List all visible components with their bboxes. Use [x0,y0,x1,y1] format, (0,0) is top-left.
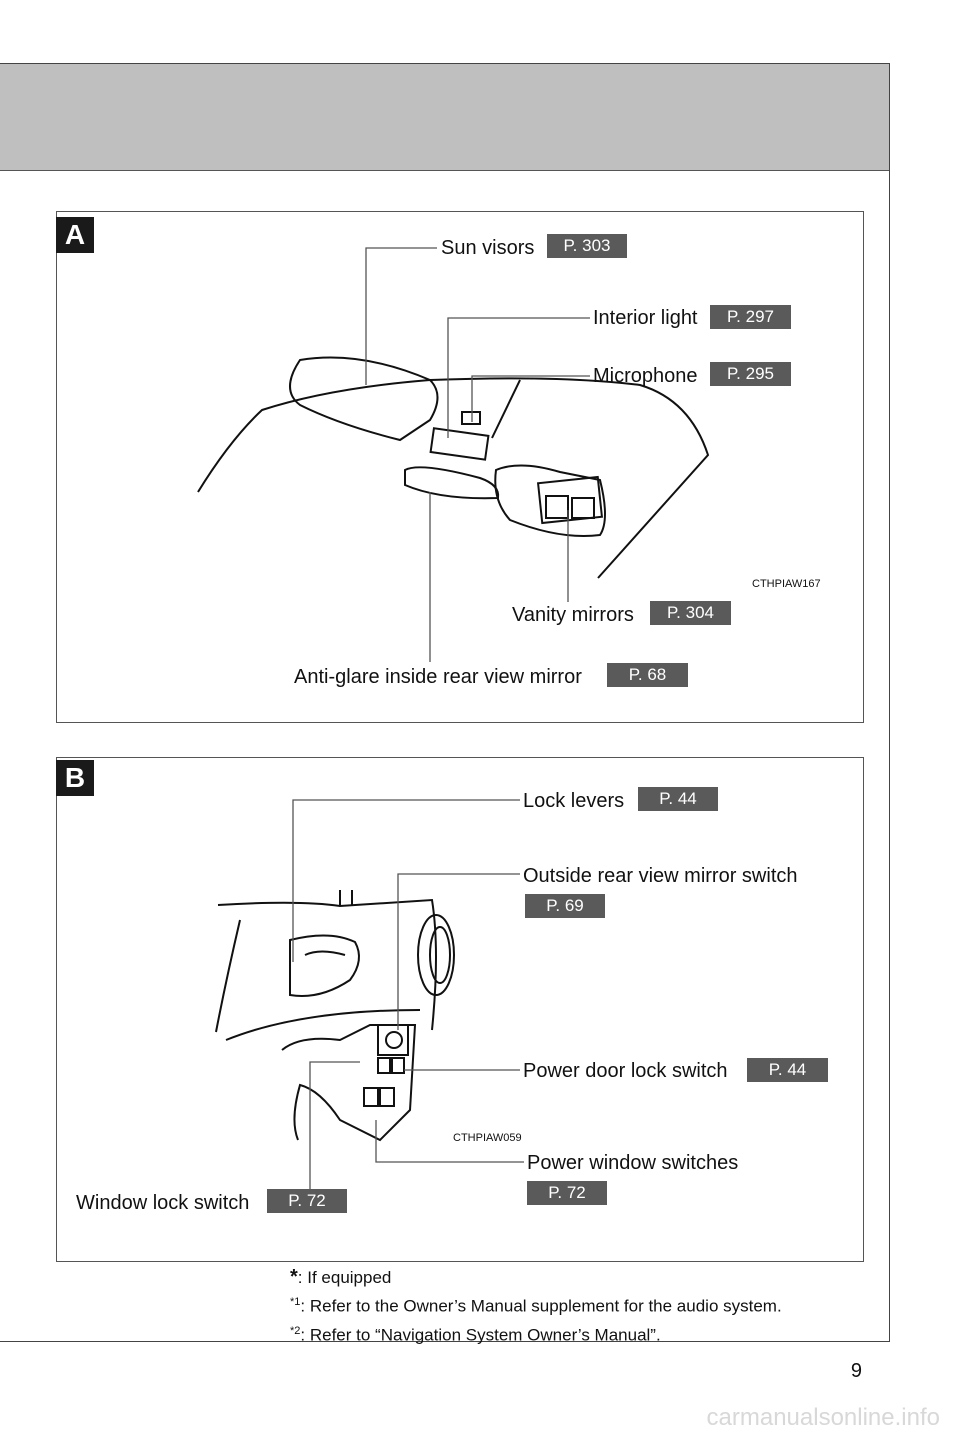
footnotes: *: If equipped *1: Refer to the Owner’s … [290,1265,782,1347]
page-ref-microphone[interactable]: P. 295 [710,362,791,386]
footnote-2: *2: Refer to “Navigation System Owner’s … [290,1324,661,1345]
page-ref-vanity-mirrors[interactable]: P. 304 [650,601,731,625]
page-ref-window-lock-switch[interactable]: P. 72 [267,1189,347,1213]
callout-outside-mirror-switch: Outside rear view mirror switch [523,865,798,887]
page-frame [0,63,890,1342]
page-ref-outside-mirror-switch[interactable]: P. 69 [525,894,605,918]
callout-interior-light: Interior light [593,307,698,329]
page-ref-interior-light[interactable]: P. 297 [710,305,791,329]
section-a-panel [56,211,864,723]
section-a-badge: A [56,217,94,253]
callout-window-lock-switch: Window lock switch [76,1192,250,1214]
callout-power-door-lock-switch: Power door lock switch [523,1060,728,1082]
page-ref-power-window-switches[interactable]: P. 72 [527,1181,607,1205]
page-number: 9 [850,1360,862,1382]
section-b-badge: B [56,760,94,796]
header-band [0,64,889,171]
page-ref-anti-glare-mirror[interactable]: P. 68 [607,663,688,687]
page-ref-lock-levers[interactable]: P. 44 [638,787,718,811]
callout-lock-levers: Lock levers [523,790,625,812]
section-b-panel [56,757,864,1262]
callout-anti-glare-mirror: Anti-glare inside rear view mirror [294,666,582,688]
callout-power-window-switches: Power window switches [527,1152,739,1174]
watermark: carmanualsonline.info [706,1404,940,1431]
callout-sun-visors: Sun visors [441,237,535,259]
callout-microphone: Microphone [593,365,698,387]
image-code-a: CTHPIAW167 [752,578,821,590]
footnote-1: *1: Refer to the Owner’s Manual suppleme… [290,1296,782,1316]
footnote-if-equipped: *: If equipped [290,1266,392,1288]
callout-vanity-mirrors: Vanity mirrors [512,604,634,626]
footnote-star-icon: * [290,1266,298,1288]
page-ref-power-door-lock-switch[interactable]: P. 44 [747,1058,828,1082]
page-ref-sun-visors[interactable]: P. 303 [547,234,627,258]
image-code-b: CTHPIAW059 [453,1132,522,1144]
